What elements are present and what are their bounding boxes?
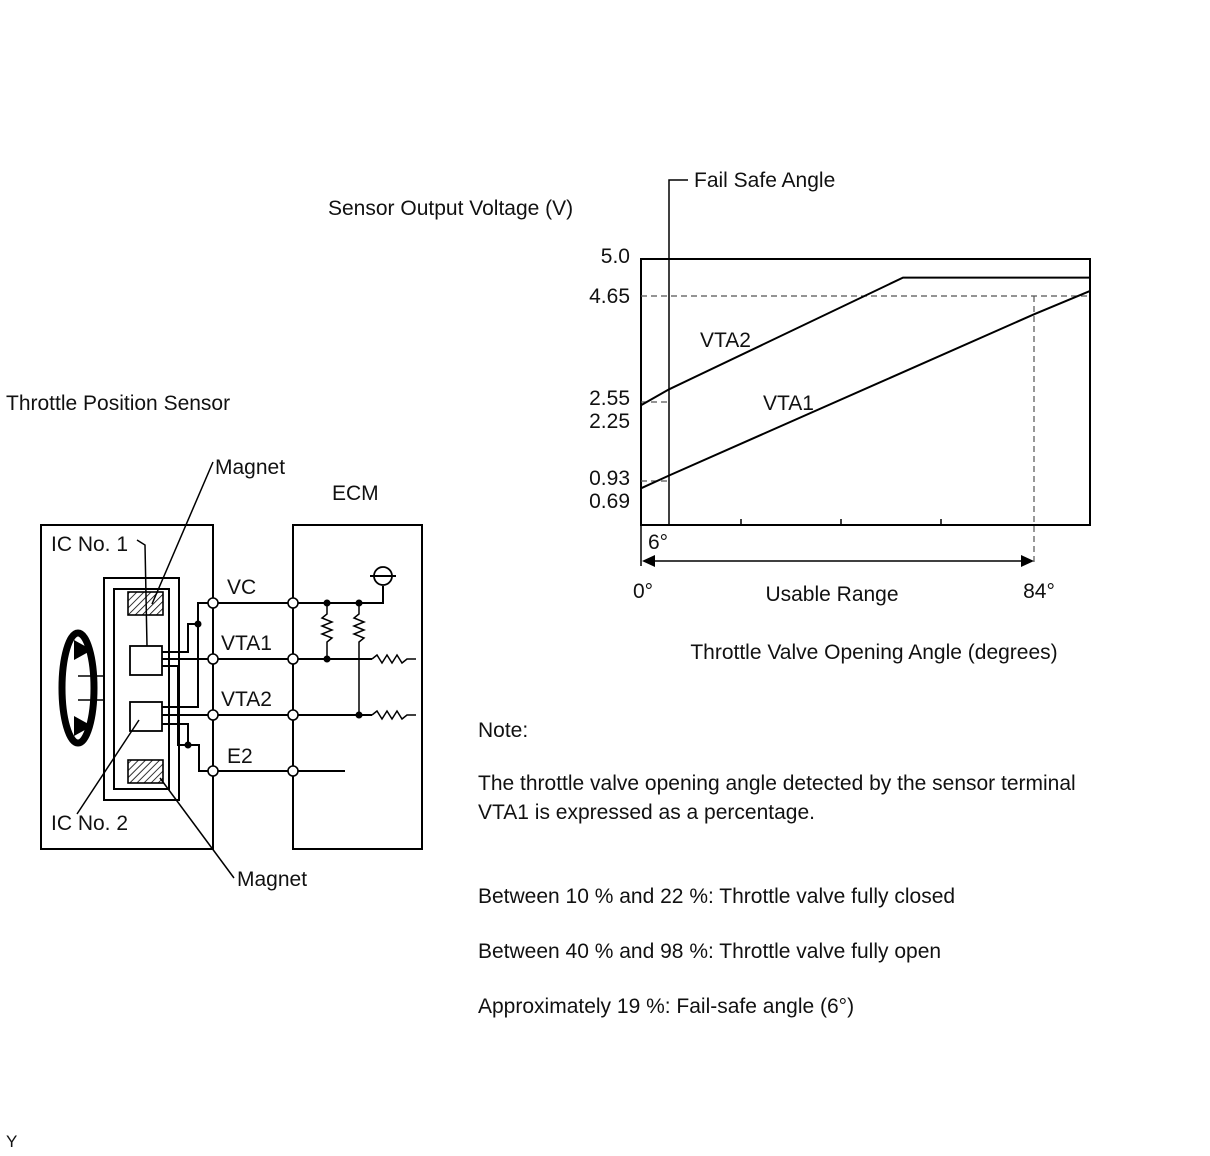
rotation-arrow-icon — [58, 629, 104, 747]
y-tick-label: 0.93 — [589, 467, 630, 490]
plot-frame — [640, 258, 1091, 526]
figure-id: Y — [6, 1132, 18, 1151]
terminal-label-vta1: VTA1 — [221, 632, 272, 655]
voltage-chart: Sensor Output Voltage (V) Fail Safe Angl… — [328, 169, 1091, 664]
ic-no-1 — [129, 645, 163, 676]
series-line-vta2 — [640, 276, 1091, 407]
series-line-vta1 — [640, 289, 1091, 490]
series-label-vta2: VTA2 — [700, 329, 751, 352]
arrow-left-head — [642, 555, 655, 567]
notes-item: Between 40 % and 98 %: Throttle valve fu… — [478, 940, 942, 963]
fail-safe-angle-label: Fail Safe Angle — [694, 169, 835, 192]
magnet-bottom — [127, 759, 164, 784]
notes-paragraph-line: The throttle valve opening angle detecte… — [478, 772, 1076, 795]
terminal-label-vc: VC — [227, 576, 256, 599]
terminal-label-e2: E2 — [227, 745, 253, 768]
magnet-label: Magnet — [237, 868, 307, 891]
notes-item: Approximately 19 %: Fail-safe angle (6°) — [478, 995, 855, 1018]
terminal-label-vta2: VTA2 — [221, 688, 272, 711]
notes-section: Note: The throttle valve opening angle d… — [478, 716, 1178, 1021]
magnet-label: Magnet — [215, 456, 285, 479]
x-minor-ticks — [740, 519, 942, 525]
magnet-yoke-inner — [113, 588, 170, 790]
ecm-internal-circuit — [293, 566, 416, 772]
arrow-right-head — [1021, 555, 1034, 567]
internal-wiring — [162, 602, 213, 772]
harness-wires — [213, 602, 293, 772]
leader-lines — [76, 461, 235, 879]
sensor-circuit: Throttle Position Sensor Magnet ECM IC N… — [6, 392, 423, 891]
ic1-label: IC No. 1 — [51, 533, 128, 556]
y-tick-label: 2.55 — [589, 387, 630, 410]
ecm-label: ECM — [332, 482, 379, 505]
sensor-box — [40, 524, 214, 850]
usable-range-label: Usable Range — [765, 583, 898, 606]
x-axis-label: Throttle Valve Opening Angle (degrees) — [690, 641, 1057, 664]
y-tick-label: 2.25 — [589, 410, 630, 433]
x-tick-label: 84° — [1023, 580, 1055, 603]
notes-heading: Note: — [478, 719, 529, 742]
y-tick-label: 0.69 — [589, 490, 630, 513]
x-tick-label: 6° — [648, 531, 668, 554]
ecm-box — [292, 524, 423, 850]
notes-item: Between 10 % and 22 %: Throttle valve fu… — [478, 885, 956, 908]
notes-paragraph-line: VTA1 is expressed as a percentage. — [478, 801, 815, 824]
terminal-connectors — [207, 597, 299, 777]
series-label-vta1: VTA1 — [763, 392, 814, 415]
fail-safe-angle-pointer — [668, 179, 688, 526]
circuit-title: Throttle Position Sensor — [6, 392, 230, 415]
y-axis-label: Sensor Output Voltage (V) — [328, 197, 573, 220]
x-tick-label: 0° — [633, 580, 653, 603]
y-tick-label: 4.65 — [589, 285, 630, 308]
ic2-label: IC No. 2 — [51, 812, 128, 835]
y-tick-label: 5.0 — [601, 245, 630, 268]
